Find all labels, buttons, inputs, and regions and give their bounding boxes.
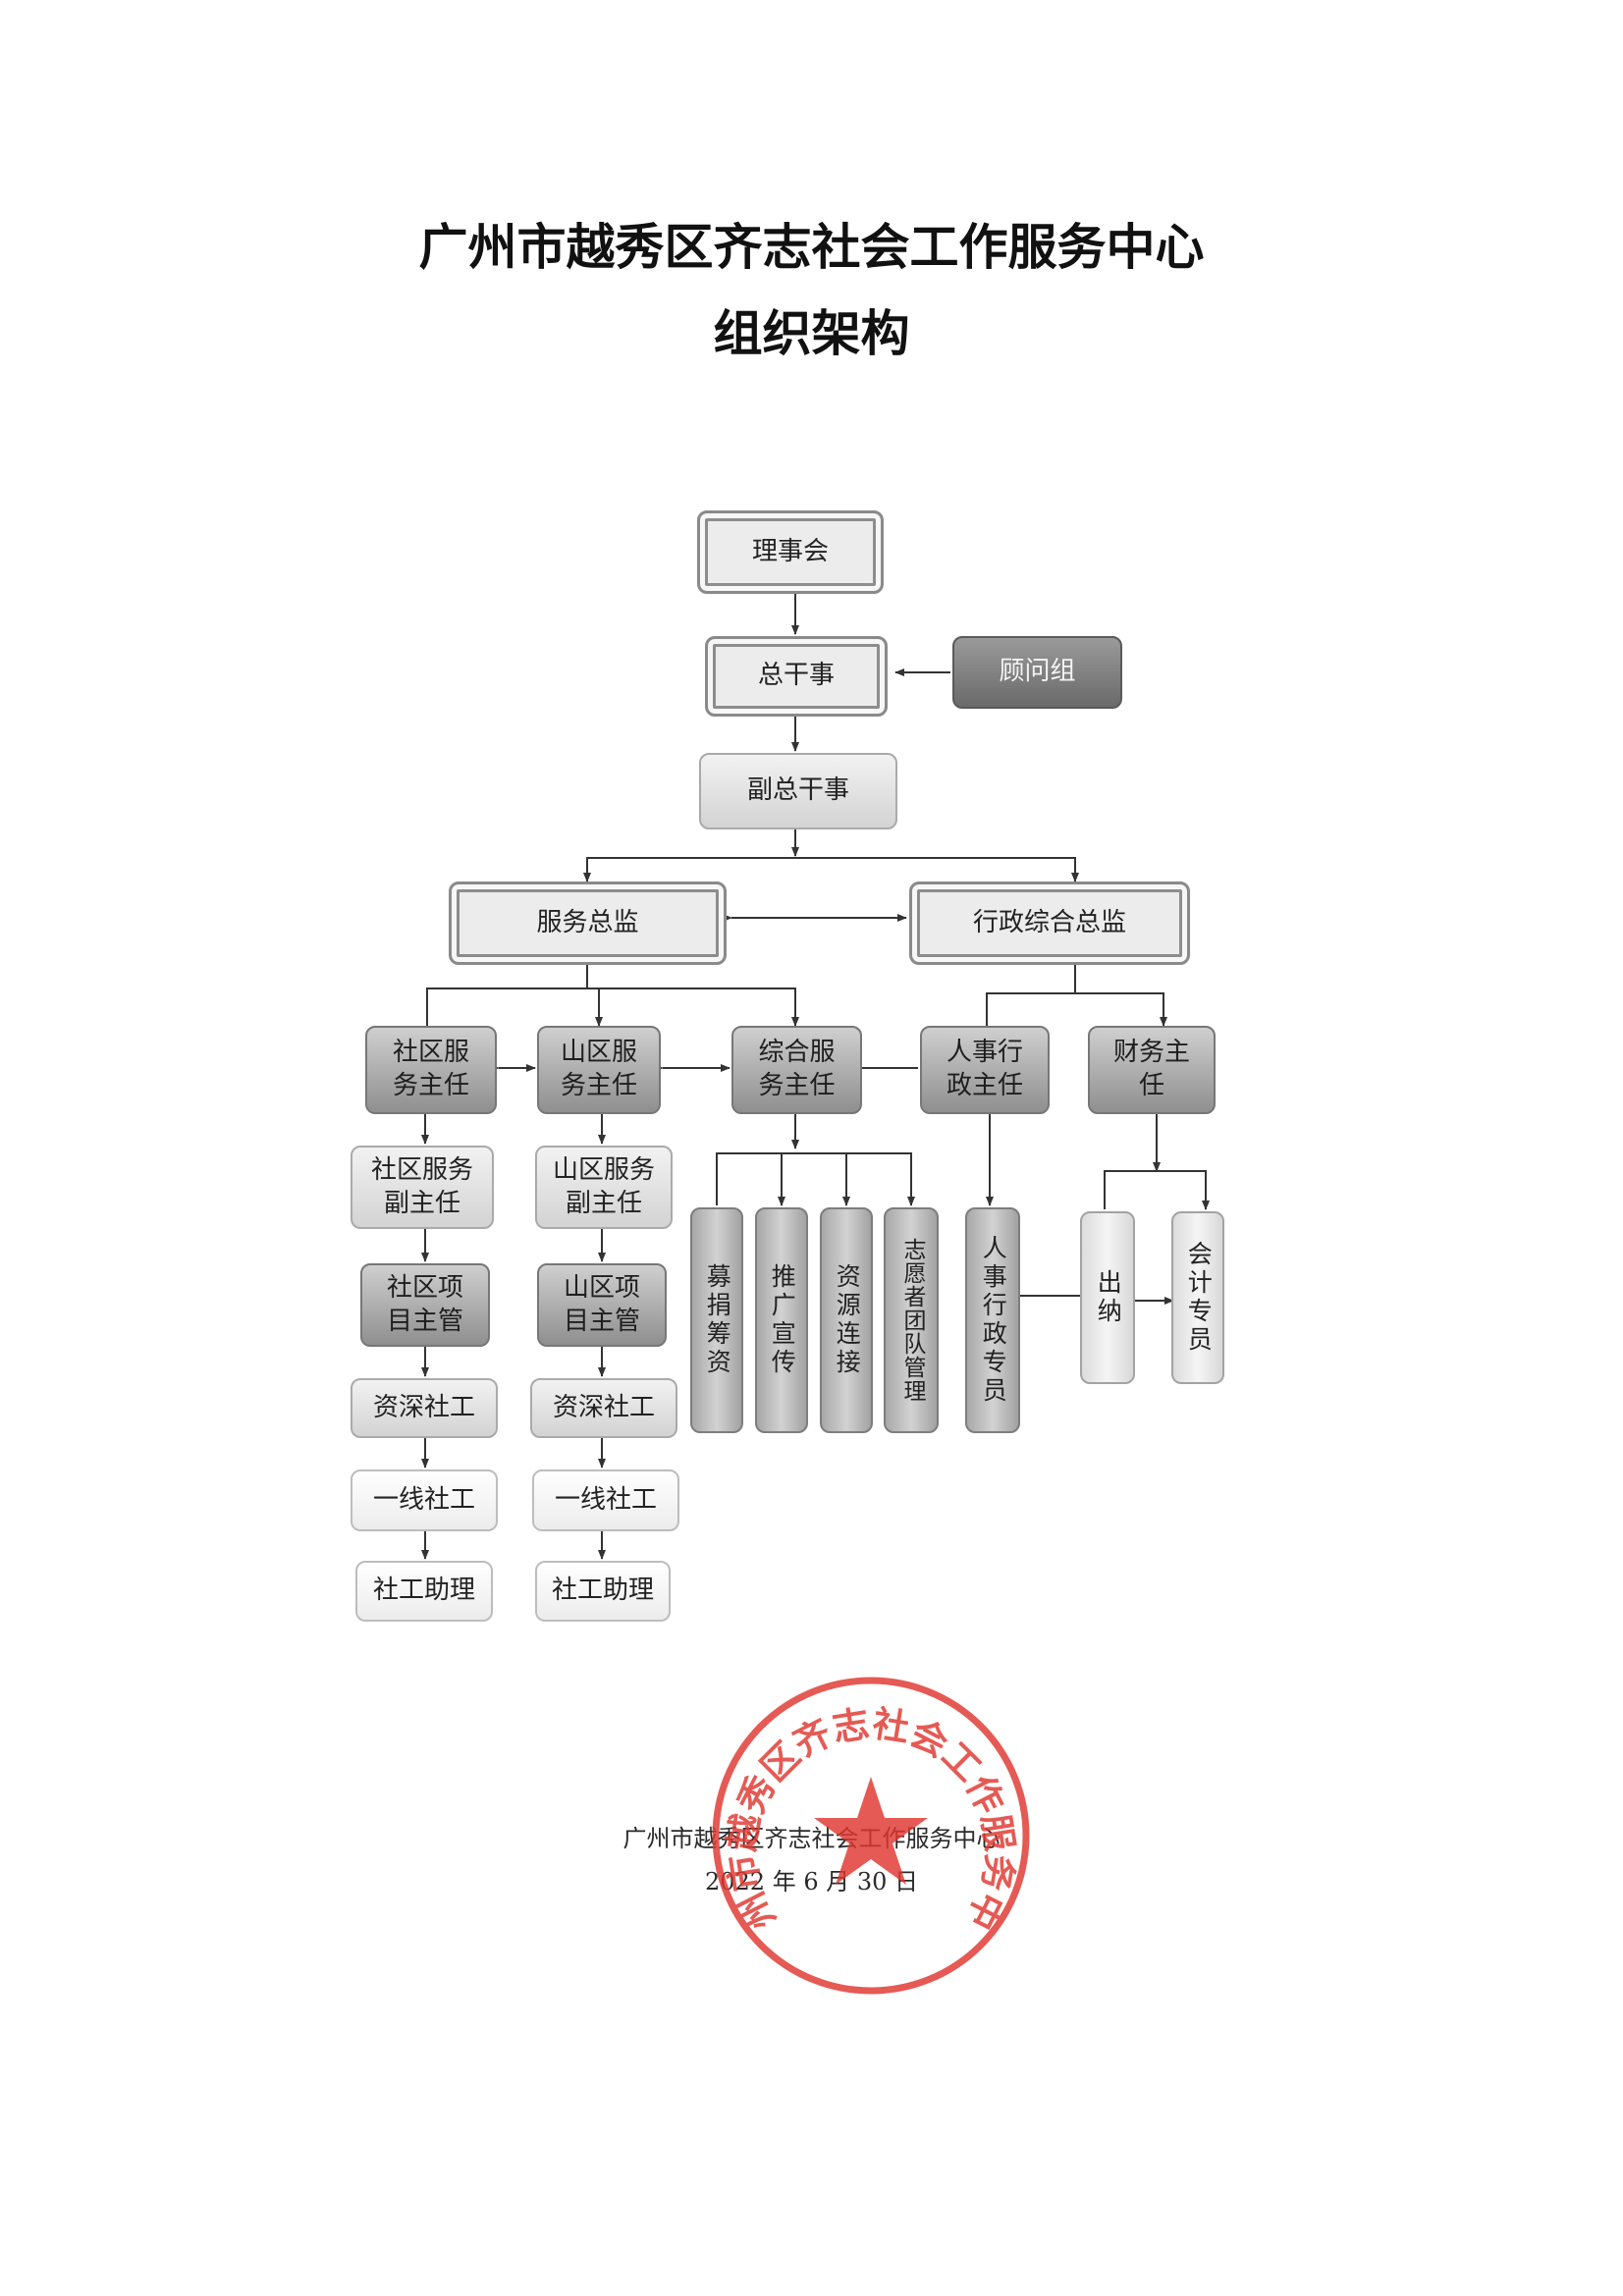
node-community-service-deputy-label: 社区服务副主任 xyxy=(370,1154,473,1218)
node-mountain-service-deputy: 山区服务副主任 xyxy=(535,1146,673,1229)
node-accountant: 会计专员 xyxy=(1171,1211,1224,1384)
node-community-senior-social-worker: 资深社工 xyxy=(351,1378,498,1438)
node-volunteer-management: 志愿者团队管理 xyxy=(884,1207,939,1433)
node-admin-director-label: 行政综合总监 xyxy=(972,907,1126,937)
node-publicity-label: 推广宣传 xyxy=(768,1263,797,1377)
node-community-social-work-assistant-label: 社工助理 xyxy=(372,1575,475,1606)
footer-date: 2022 年 6 月 30 日 xyxy=(704,1868,919,1896)
node-secretary-general: 总干事 xyxy=(705,636,888,717)
node-community-project-supervisor: 社区项目主管 xyxy=(360,1263,490,1347)
node-deputy-secretary-general: 副总干事 xyxy=(699,753,897,829)
node-community-project-supervisor-label: 社区项目主管 xyxy=(386,1272,463,1336)
node-mountain-service-head: 山区服务主任 xyxy=(537,1026,661,1114)
node-secretary-general-label: 总干事 xyxy=(757,661,835,691)
node-board: 理事会 xyxy=(697,510,884,594)
node-community-frontline-social-worker-label: 一线社工 xyxy=(372,1484,475,1515)
node-mountain-senior-social-worker-label: 资深社工 xyxy=(552,1392,655,1422)
node-mountain-frontline-social-worker: 一线社工 xyxy=(532,1469,679,1531)
edge-service-director-heads xyxy=(426,988,799,1027)
node-board-label: 理事会 xyxy=(751,536,829,566)
node-integrated-service-head: 综合服务主任 xyxy=(731,1026,862,1114)
node-community-service-head: 社区服务主任 xyxy=(365,1026,497,1114)
edge-admin-director-heads xyxy=(986,992,1167,1027)
page-title-line-1: 广州市越秀区齐志社会工作服务中心 xyxy=(418,218,1205,276)
node-community-service-head-label: 社区服务主任 xyxy=(392,1038,469,1100)
official-seal: 广州市越秀区齐志社会工作服务中心 xyxy=(704,1669,1030,1995)
org-chart-connectors xyxy=(421,594,1210,1560)
node-integrated-service-head-label: 综合服务主任 xyxy=(758,1038,836,1100)
footer-organization: 广州市越秀区齐志社会工作服务中心 xyxy=(622,1825,1001,1852)
node-resource-linking-label: 资源连接 xyxy=(833,1263,862,1377)
node-fundraising: 募捐筹资 xyxy=(690,1207,743,1433)
node-volunteer-management-label: 志愿者团队管理 xyxy=(898,1238,925,1403)
node-hr-admin-officer-label: 人事行政专员 xyxy=(979,1235,1008,1406)
node-advisory-group-label: 顾问组 xyxy=(999,657,1076,687)
node-finance-head-label: 财务主任 xyxy=(1112,1038,1190,1100)
node-community-frontline-social-worker: 一线社工 xyxy=(351,1469,498,1531)
node-community-senior-social-worker-label: 资深社工 xyxy=(372,1392,475,1422)
node-admin-director: 行政综合总监 xyxy=(909,881,1190,965)
node-community-service-deputy: 社区服务副主任 xyxy=(351,1146,494,1229)
node-fundraising-label: 募捐筹资 xyxy=(703,1263,732,1377)
node-mountain-service-deputy-label: 山区服务副主任 xyxy=(552,1154,655,1218)
node-hr-admin-head: 人事行政主任 xyxy=(920,1026,1050,1114)
node-mountain-service-head-label: 山区服务主任 xyxy=(560,1038,637,1100)
node-mountain-social-work-assistant: 社工助理 xyxy=(535,1561,671,1622)
node-accountant-label: 会计专员 xyxy=(1184,1241,1214,1355)
node-resource-linking: 资源连接 xyxy=(820,1207,873,1433)
seal-star-icon xyxy=(814,1777,928,1885)
node-mountain-project-supervisor-label: 山区项目主管 xyxy=(563,1272,640,1336)
node-deputy-secretary-general-label: 副总干事 xyxy=(746,775,849,806)
node-finance-head: 财务主任 xyxy=(1088,1026,1216,1114)
node-cashier-label: 出纳 xyxy=(1094,1269,1123,1326)
node-hr-admin-officer: 人事行政专员 xyxy=(965,1207,1020,1433)
node-service-director: 服务总监 xyxy=(449,881,727,965)
node-mountain-project-supervisor: 山区项目主管 xyxy=(537,1263,667,1347)
node-advisory-group: 顾问组 xyxy=(952,636,1122,709)
node-mountain-senior-social-worker: 资深社工 xyxy=(530,1378,677,1438)
node-hr-admin-head-label: 人事行政主任 xyxy=(946,1038,1023,1100)
node-publicity: 推广宣传 xyxy=(755,1207,808,1433)
edge-bus-directors xyxy=(586,857,1079,882)
node-mountain-social-work-assistant-label: 社工助理 xyxy=(551,1575,654,1606)
page-title-line-2: 组织架构 xyxy=(713,304,910,362)
node-service-director-label: 服务总监 xyxy=(536,907,639,937)
node-mountain-frontline-social-worker-label: 一线社工 xyxy=(554,1484,657,1515)
node-community-social-work-assistant: 社工助理 xyxy=(355,1561,493,1622)
node-cashier: 出纳 xyxy=(1080,1211,1135,1384)
